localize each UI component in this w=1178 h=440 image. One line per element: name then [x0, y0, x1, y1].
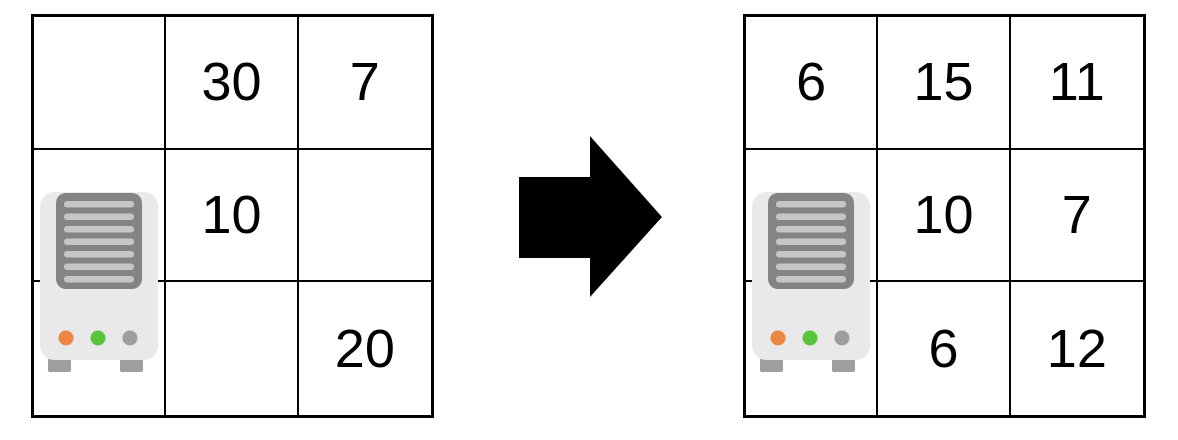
- grille-slat: [64, 276, 134, 283]
- grille-slat: [64, 213, 134, 220]
- grid-cell: [34, 17, 167, 150]
- grille-slat: [776, 263, 846, 270]
- grid-cell: 15: [878, 17, 1011, 150]
- grid-cell: [746, 282, 879, 415]
- grid-cell: 6: [746, 17, 879, 150]
- grid-cell: [298, 150, 431, 283]
- grille-slat: [776, 201, 846, 208]
- grid-cell: 10: [878, 149, 1011, 283]
- grille-slat: [776, 276, 846, 283]
- grid-cell: [34, 282, 167, 415]
- server-foot-right: [832, 358, 855, 372]
- grid-cell: 20: [334, 318, 395, 379]
- right-arrow-icon: [519, 136, 662, 297]
- right-grid: 6 15 11 10 7 6 12: [743, 14, 1146, 418]
- grid-cell: 10: [166, 149, 299, 283]
- grid-cell: 7: [298, 17, 431, 150]
- grille-slat: [64, 263, 134, 270]
- server-icon: [752, 192, 870, 372]
- grille-slat: [776, 238, 846, 245]
- server-foot-left: [760, 358, 783, 372]
- grid-cell: [166, 282, 299, 415]
- grid-cell: 6: [878, 282, 1011, 415]
- grille-slat: [64, 251, 134, 258]
- server-foot-left: [48, 358, 71, 372]
- grille-slat: [776, 213, 846, 220]
- grid-cell: 30: [166, 17, 299, 150]
- grid-cell: 12: [1046, 318, 1107, 379]
- led-green-icon: [90, 330, 106, 346]
- grid-cell: 7: [1010, 150, 1143, 283]
- server-foot-right: [120, 358, 143, 372]
- grille-slat: [776, 226, 846, 233]
- led-orange-icon: [770, 330, 786, 346]
- server-icon: [40, 192, 158, 372]
- led-gray-icon: [122, 330, 138, 346]
- right-arrow-shape: [519, 136, 662, 297]
- led-gray-icon: [834, 330, 850, 346]
- left-grid: 30 7 10 20: [31, 14, 434, 418]
- grille-slat: [64, 238, 134, 245]
- led-orange-icon: [58, 330, 74, 346]
- grille-slat: [776, 251, 846, 258]
- grille-slat: [64, 201, 134, 208]
- grid-cell: 11: [1010, 17, 1143, 150]
- grille-slat: [64, 226, 134, 233]
- led-green-icon: [802, 330, 818, 346]
